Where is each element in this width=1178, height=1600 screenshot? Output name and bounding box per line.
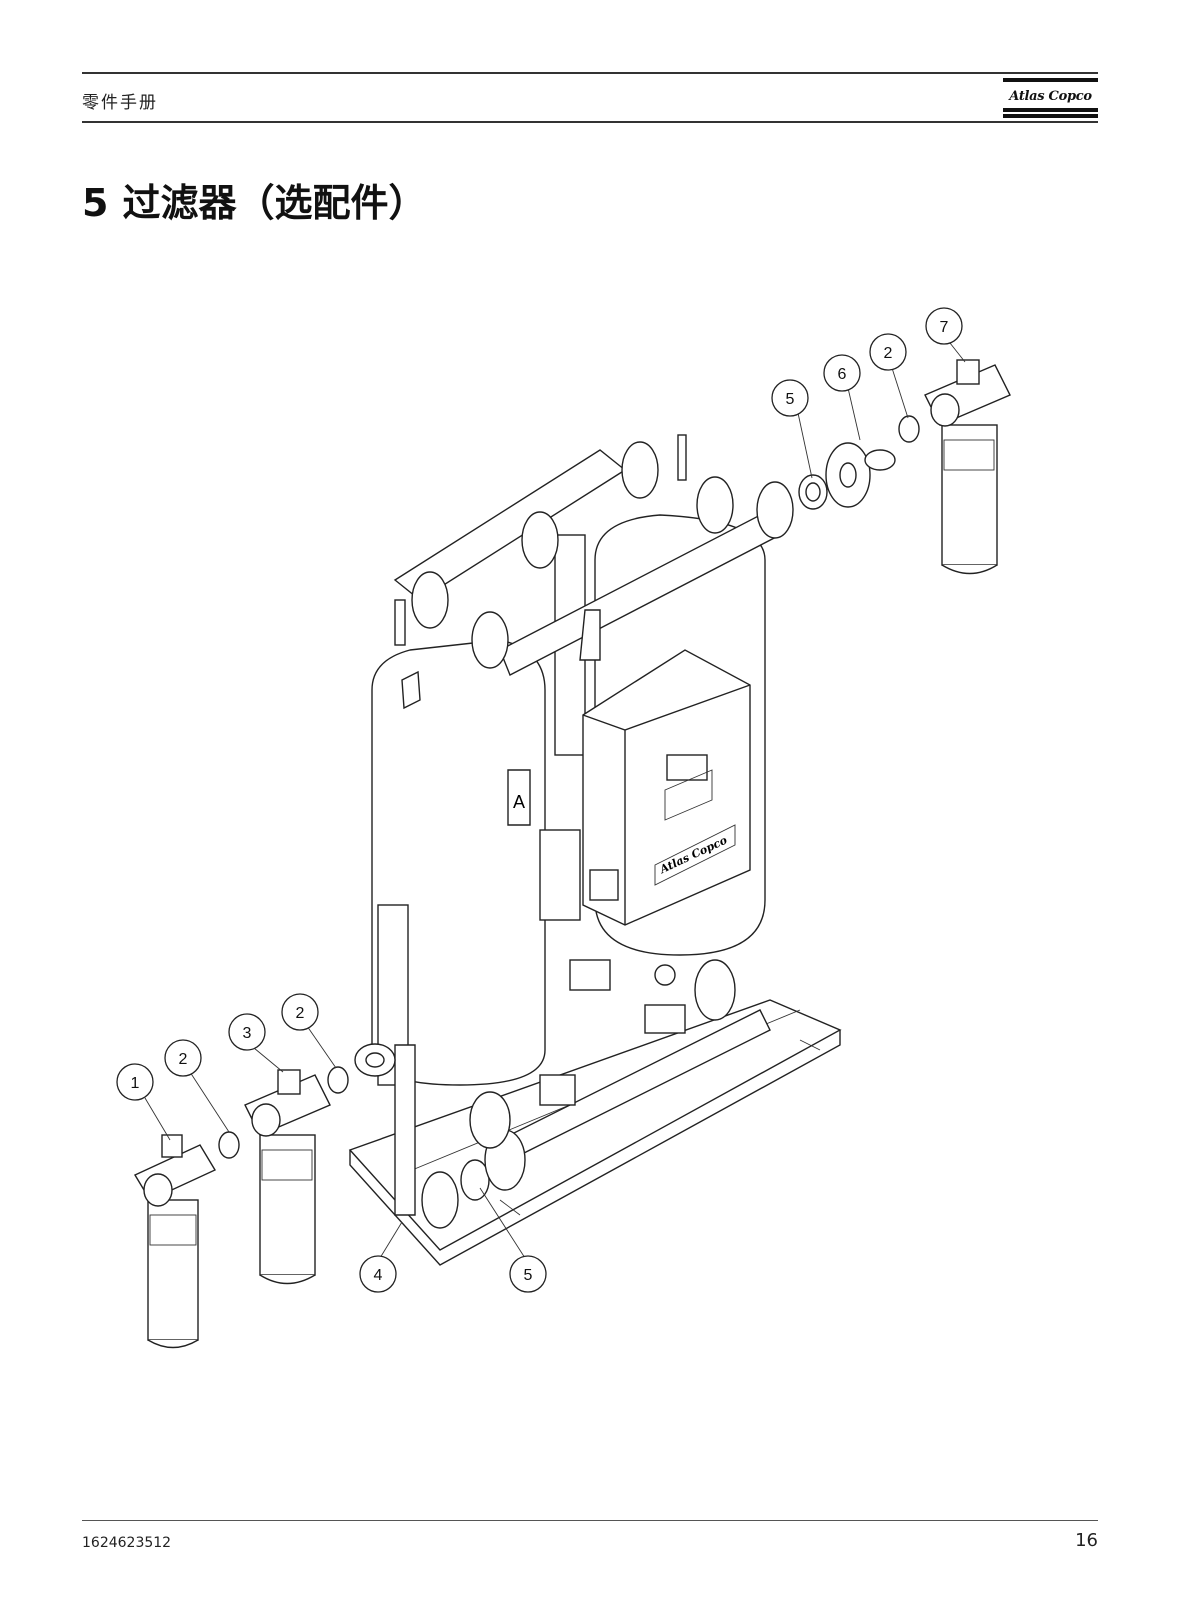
leader-lines <box>144 342 966 1259</box>
callout-2-left: 2 <box>164 1039 202 1077</box>
filter-housing-3 <box>244 1069 331 1285</box>
page-number: 16 <box>1075 1530 1098 1551</box>
section-title: 5 过滤器（选配件） <box>82 172 426 227</box>
svg-text:5: 5 <box>524 1267 533 1284</box>
callout-6: 6 <box>823 354 861 392</box>
callout-7: 7 <box>925 307 963 345</box>
callout-5-bottom: 5 <box>509 1255 547 1293</box>
callout-1: 1 <box>116 1063 154 1101</box>
top-flange-parts <box>798 415 920 510</box>
callout-4: 4 <box>359 1255 397 1293</box>
manual-title: 零件手册 <box>82 93 158 113</box>
svg-text:A: A <box>513 792 525 812</box>
callout-2-top: 2 <box>869 333 907 371</box>
svg-text:7: 7 <box>940 319 949 336</box>
svg-text:2: 2 <box>884 345 893 362</box>
section-heading: 过滤器（选配件） <box>122 181 427 225</box>
center-column <box>539 534 586 921</box>
svg-text:2: 2 <box>296 1005 305 1022</box>
footer-rule <box>82 1520 1098 1521</box>
lower-o-rings <box>218 1066 349 1159</box>
document-number: 1624623512 <box>82 1535 172 1551</box>
bottom-piping <box>354 959 771 1229</box>
filter-housing-1 <box>133 1134 217 1349</box>
svg-text:3: 3 <box>243 1025 252 1042</box>
svg-text:4: 4 <box>374 1267 383 1284</box>
svg-text:2: 2 <box>179 1051 188 1068</box>
control-cabinet: Atlas Copco <box>582 649 751 926</box>
top-piping <box>393 434 794 676</box>
exploded-parts-diagram: A Atlas Copco <box>116 307 1011 1349</box>
header-top-rule <box>82 72 1098 74</box>
svg-text:5: 5 <box>786 391 795 408</box>
svg-text:6: 6 <box>838 366 847 383</box>
atlas-copco-logo: Atlas Copco <box>1003 78 1098 120</box>
filter-housing-7 <box>924 359 1011 575</box>
svg-text:1: 1 <box>131 1075 140 1092</box>
callout-3: 3 <box>228 1013 266 1051</box>
callout-5-top: 5 <box>771 379 809 417</box>
callout-2-center: 2 <box>281 993 319 1031</box>
header-bottom-rule <box>82 121 1098 123</box>
section-number: 5 <box>82 181 109 225</box>
left-vessel: A <box>371 639 546 1086</box>
